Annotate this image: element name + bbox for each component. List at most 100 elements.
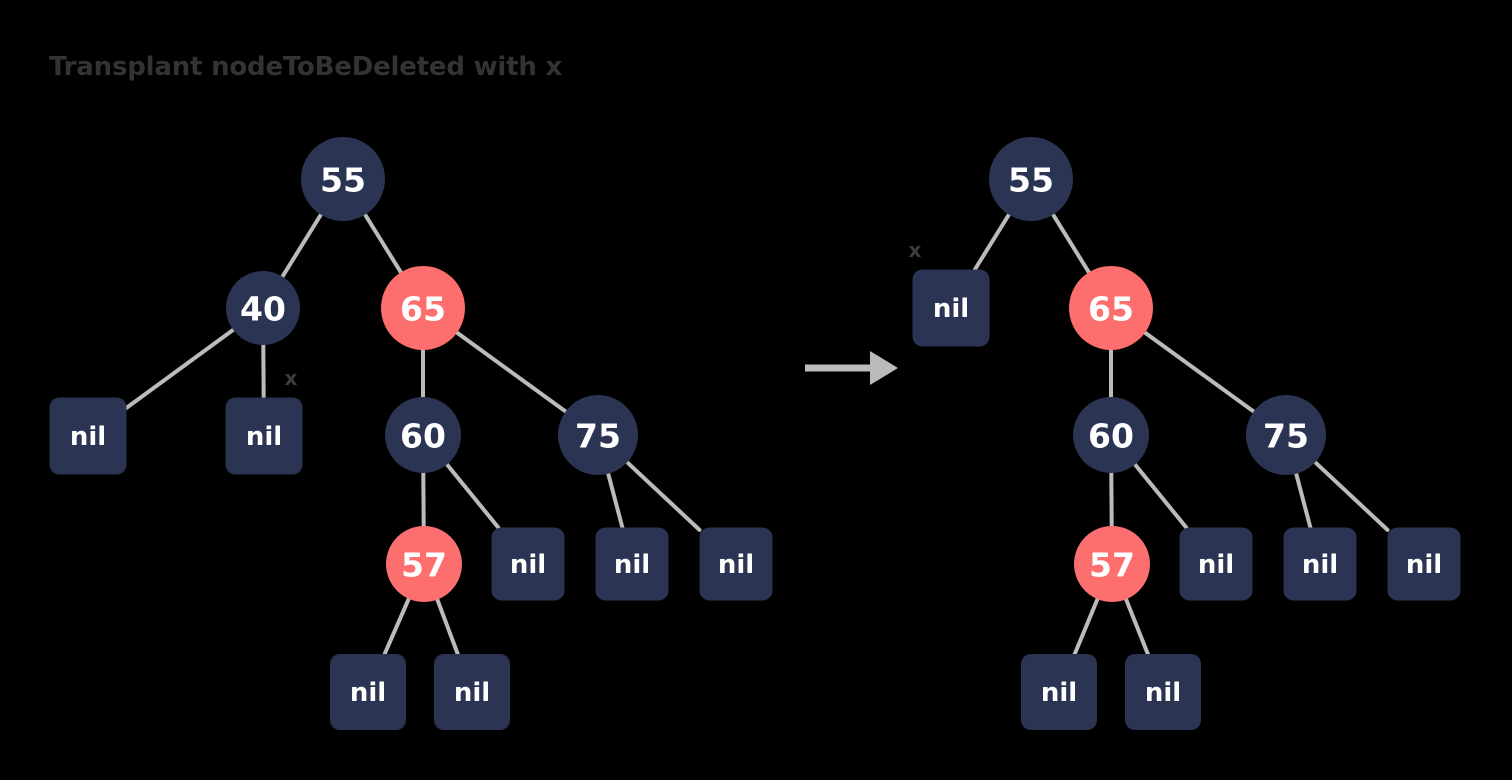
node-shape-red — [1069, 266, 1153, 350]
node-shape-black — [226, 271, 300, 345]
tree-node[interactable]: nil — [330, 654, 406, 730]
tree-edge — [625, 460, 702, 532]
node-shape-nil — [1283, 527, 1357, 601]
node-shape-nil — [1125, 654, 1201, 730]
tree-edge — [972, 212, 1011, 272]
node-label: 65 — [400, 290, 446, 329]
tree-node[interactable]: nil — [1021, 654, 1097, 730]
tree-node[interactable]: 60 — [385, 397, 461, 473]
tree-edge — [1294, 471, 1313, 530]
node-label: nil — [510, 550, 546, 580]
tree-node[interactable]: 65 — [1069, 266, 1153, 350]
tree-node[interactable]: nil — [912, 269, 990, 347]
tree-before-edges — [124, 212, 702, 656]
node-shape-nil — [434, 654, 510, 730]
tree-node[interactable]: nil — [1283, 527, 1357, 601]
tree-node[interactable]: 65 — [381, 266, 465, 350]
node-label: nil — [1406, 550, 1442, 580]
node-shape-red — [381, 266, 465, 350]
node-marker-x-label: x — [285, 366, 298, 390]
tree-node[interactable]: nil — [1179, 527, 1253, 601]
node-label: 65 — [1088, 290, 1134, 329]
tree-node[interactable]: 55 — [989, 137, 1073, 221]
node-label: nil — [614, 550, 650, 580]
node-shape-black — [1073, 397, 1149, 473]
tree-node[interactable]: 75 — [558, 395, 638, 475]
node-shape-nil — [1387, 527, 1461, 601]
node-label: 40 — [240, 290, 286, 329]
tree-node[interactable]: nil — [434, 654, 510, 730]
tree-before-markers: x — [285, 366, 298, 390]
tree-node[interactable]: 75 — [1246, 395, 1326, 475]
node-label: nil — [350, 678, 386, 708]
tree-edge — [1142, 330, 1256, 414]
node-label: 60 — [1088, 417, 1134, 456]
tree-after: 55 nil 65 60 75 57 nil nil nil nil nil x — [909, 137, 1461, 730]
node-shape-nil — [49, 397, 127, 475]
node-shape-nil — [330, 654, 406, 730]
node-shape-black — [558, 395, 638, 475]
node-label: 75 — [575, 417, 621, 456]
node-shape-nil — [225, 397, 303, 475]
tree-node[interactable]: nil — [1125, 654, 1201, 730]
tree-edge — [435, 597, 460, 656]
tree-node[interactable]: 60 — [1073, 397, 1149, 473]
arrow-head — [870, 351, 898, 385]
tree-node[interactable]: 57 — [1074, 526, 1150, 602]
node-label: nil — [1145, 678, 1181, 708]
node-shape-nil — [595, 527, 669, 601]
tree-edge — [1313, 460, 1390, 532]
tree-edge — [1051, 212, 1091, 275]
tree-after-markers: x — [909, 238, 922, 262]
tree-edge — [382, 596, 411, 656]
node-label: 75 — [1263, 417, 1309, 456]
tree-node[interactable]: nil — [595, 527, 669, 601]
node-label: nil — [933, 294, 969, 324]
tree-before: 55 40 65 nil nil 60 75 57 nil nil nil nil nil x — [49, 137, 773, 730]
node-shape-nil — [491, 527, 565, 601]
node-shape-black — [989, 137, 1073, 221]
tree-edge — [1124, 597, 1150, 656]
node-label: 57 — [401, 546, 447, 585]
node-marker-x-label: x — [909, 238, 922, 262]
node-label: 55 — [1008, 161, 1054, 200]
tree-node[interactable]: nil — [1387, 527, 1461, 601]
tree-edge — [606, 471, 625, 530]
tree-edge — [1072, 597, 1100, 656]
node-shape-nil — [699, 527, 773, 601]
node-label: 60 — [400, 417, 446, 456]
node-label: nil — [1302, 550, 1338, 580]
node-shape-nil — [912, 269, 990, 347]
right-arrow-icon — [805, 351, 898, 385]
tree-node[interactable]: nil — [699, 527, 773, 601]
tree-node[interactable]: 55 — [301, 137, 385, 221]
node-label: 57 — [1089, 546, 1135, 585]
tree-edge — [454, 330, 568, 414]
node-label: nil — [454, 678, 490, 708]
tree-before-nodes: 55 40 65 nil nil 60 75 57 nil nil nil nil nil — [49, 137, 773, 730]
node-shape-red — [386, 526, 462, 602]
node-label: nil — [718, 550, 754, 580]
tree-node[interactable]: nil — [225, 397, 303, 475]
node-label: nil — [1198, 550, 1234, 580]
tree-edge — [280, 212, 323, 279]
tree-after-edges — [972, 212, 1390, 656]
tree-node[interactable]: nil — [491, 527, 565, 601]
node-shape-black — [385, 397, 461, 473]
page-title: Transplant nodeToBeDeleted with x — [49, 52, 563, 82]
node-label: nil — [70, 422, 106, 452]
tree-edge — [124, 327, 236, 410]
node-label: nil — [1041, 678, 1077, 708]
node-shape-nil — [1021, 654, 1097, 730]
node-label: nil — [246, 422, 282, 452]
tree-node[interactable]: 57 — [386, 526, 462, 602]
node-label: 55 — [320, 161, 366, 200]
tree-node[interactable]: 40 — [226, 271, 300, 345]
tree-after-nodes: 55 nil 65 60 75 57 nil nil nil nil nil — [912, 137, 1461, 730]
tree-edge — [363, 212, 403, 275]
node-shape-black — [1246, 395, 1326, 475]
tree-node[interactable]: nil — [49, 397, 127, 475]
tree-edge — [1132, 462, 1189, 530]
